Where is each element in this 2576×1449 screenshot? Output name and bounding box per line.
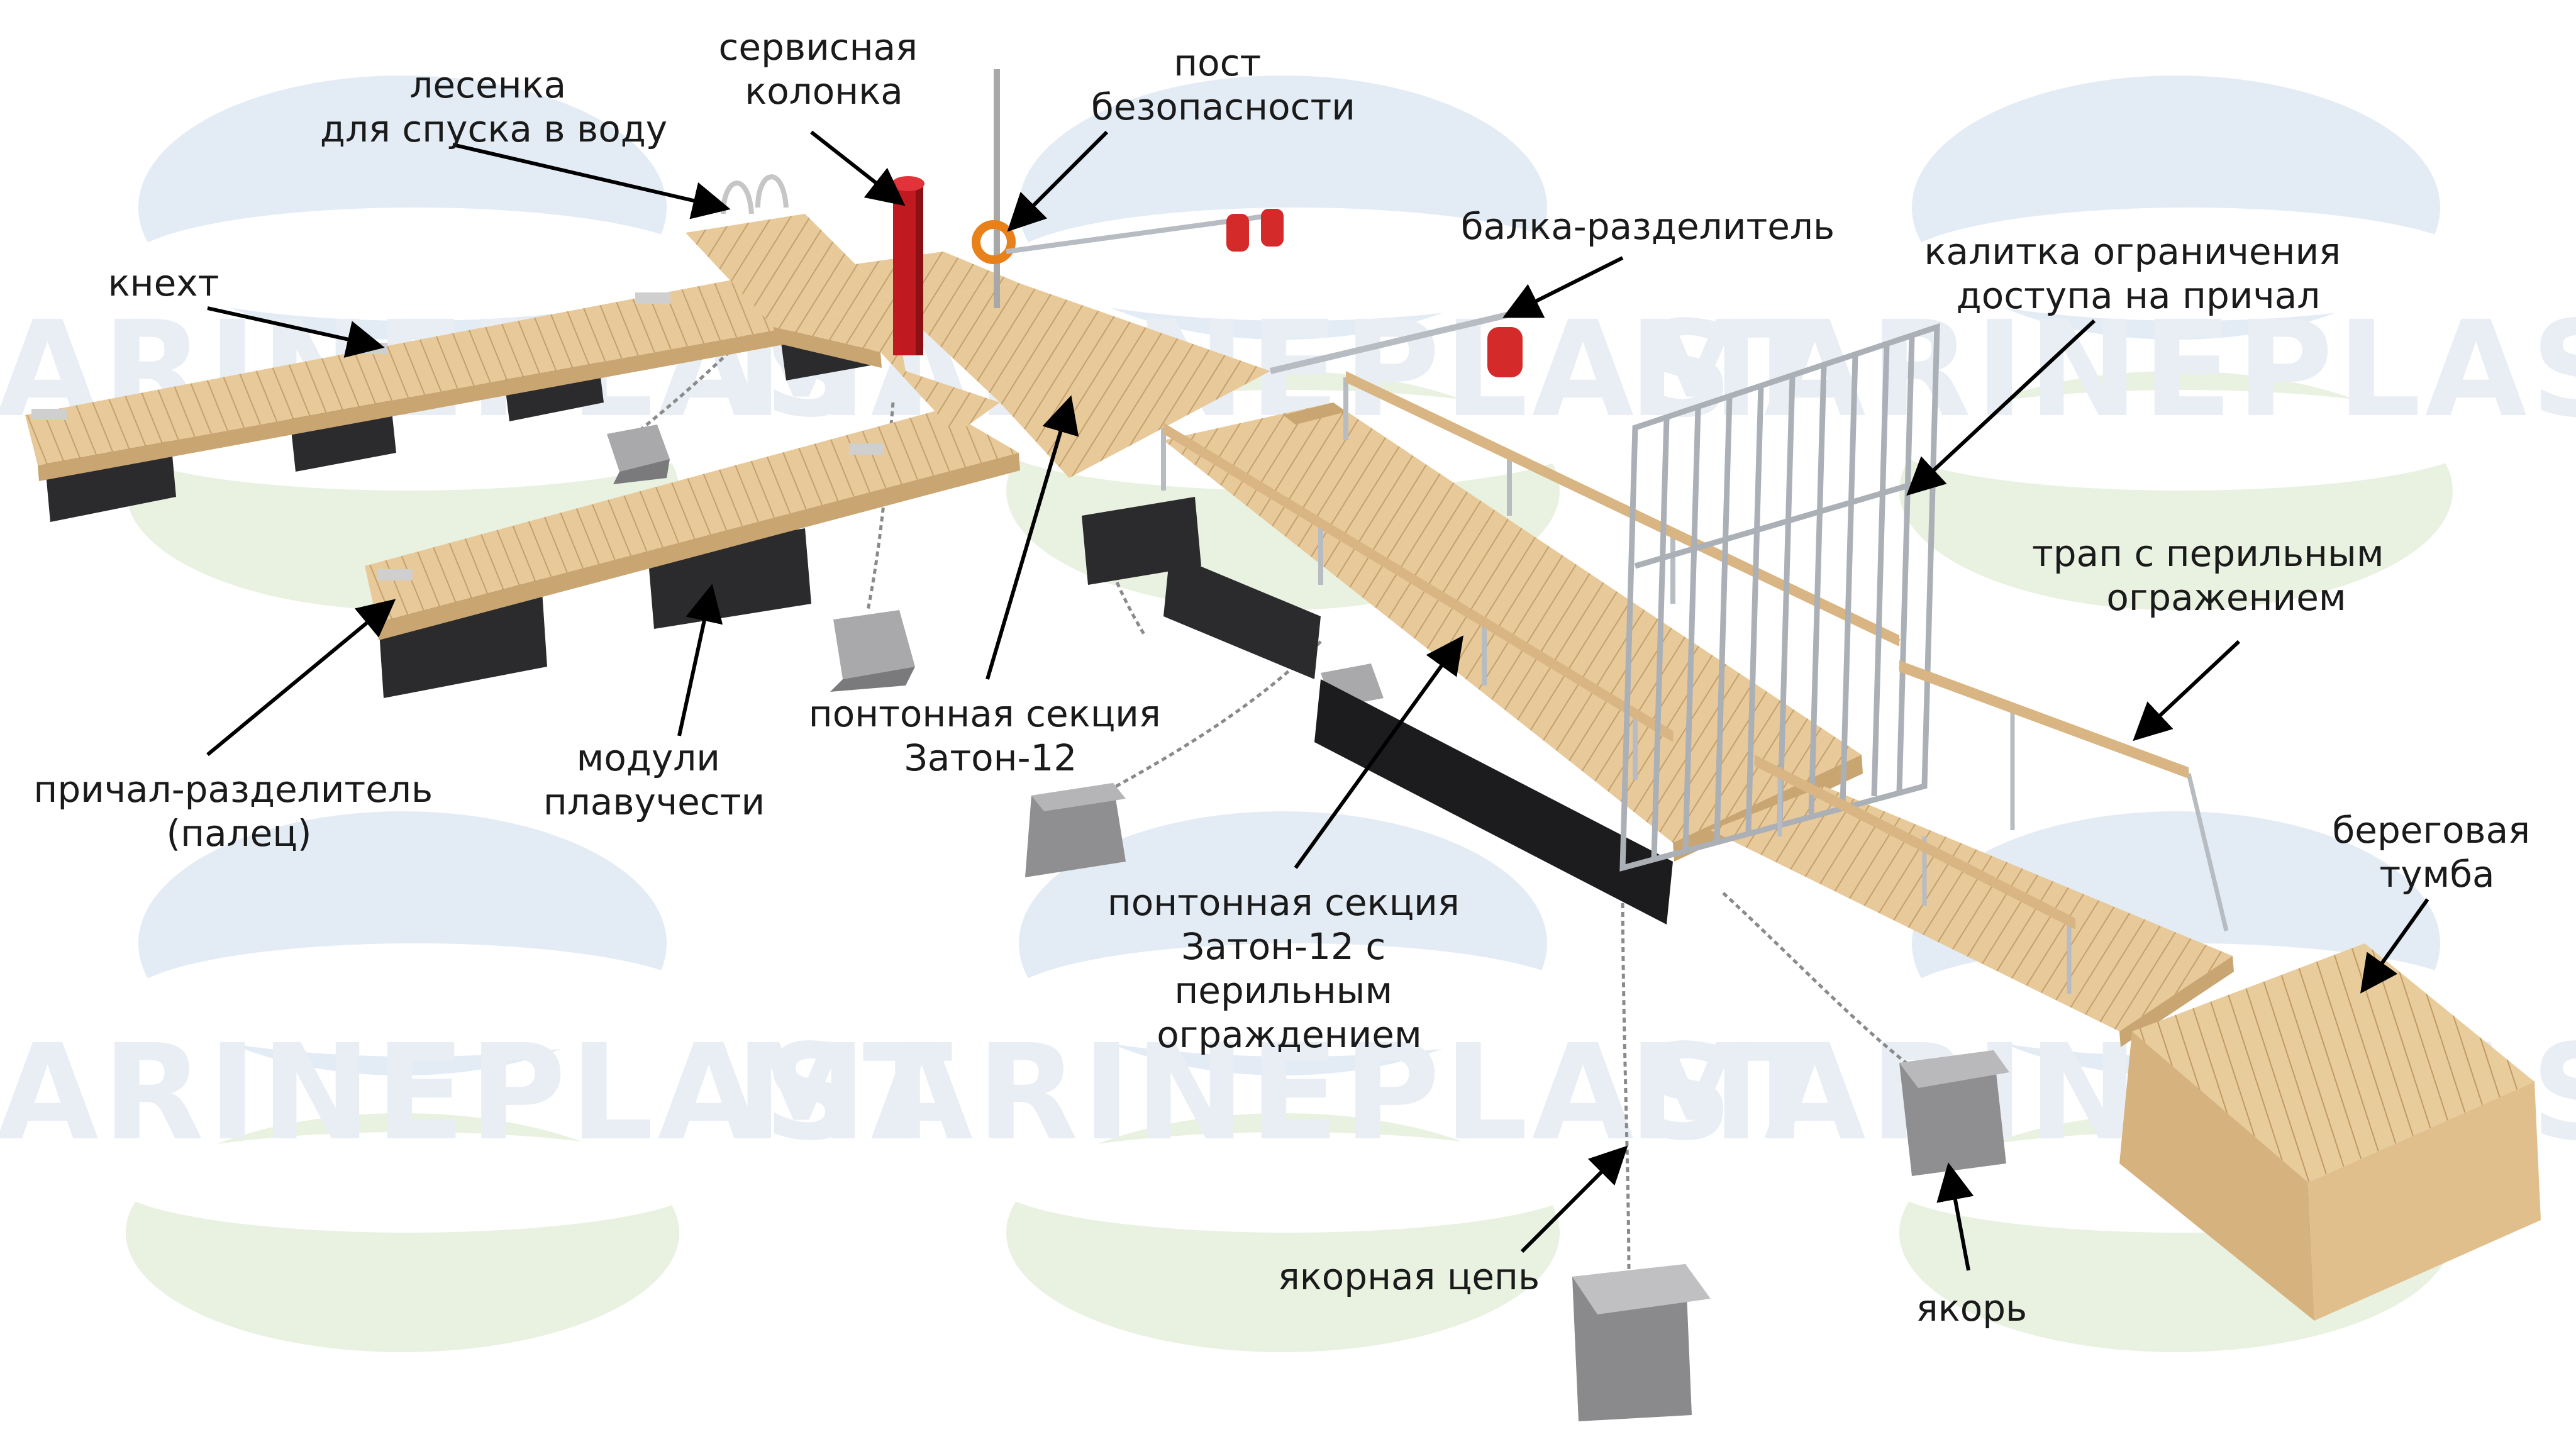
label-pontoon-railing: понтонная секция Затон-12 с перильным ог… [1108,881,1471,1056]
label-line: лесенка [409,64,566,106]
divider-beam-arrow [1502,256,1624,318]
label-line: калитка ограничения [1924,230,2341,273]
label-ladder: лесенка для спуска в воду [320,64,667,150]
label-line: тумба [2379,853,2494,896]
label-line: модули [577,736,720,779]
label-gangway: трап с перильным огражением [2032,532,2396,619]
ladder [721,174,789,214]
concrete-anchor-2 [830,610,915,692]
divider-beam [1269,311,1523,377]
callout-arrows [206,130,2429,1271]
access-gate [1619,323,1940,872]
gangway-handrail-wood [1755,660,2189,930]
label-line: Затон-12 с [1181,925,1385,968]
service-column [892,176,924,355]
label-line: для спуска в воду [320,108,667,150]
label-anchor: якорь [1916,1287,2027,1330]
label-line: балка-разделитель [1461,205,1835,248]
label-gate: калитка ограничения доступа на причал [1924,230,2353,317]
safety-post-arrow [1007,130,1109,232]
watermark-text: MARINEPLAST [1628,292,2576,447]
label-line: (палец) [167,812,312,855]
label-line: ограждением [1157,1013,1421,1056]
service-column-arrow [810,130,906,206]
concrete-anchor-3 [1025,783,1126,877]
pontoon-arrow [985,395,1079,680]
finger-pier-upper [25,277,794,481]
label-line: перильным [1174,969,1392,1012]
concrete-anchor-1 [607,425,670,484]
dock-illustration [25,69,2541,1421]
concrete-anchor-5 [1899,1050,2009,1176]
walkway-handrail-wood [1163,371,1899,742]
pontoon-railing-arrow [1294,635,1464,869]
label-service-column: сервисная колонка [719,26,930,113]
label-line: причал-разделитель [33,768,433,811]
watermark-logo-3 [1887,75,2478,610]
finger-pier-lower [365,409,1020,640]
watermark-logo-4 [113,811,704,1352]
label-safety-post: пост безопасности [1091,42,1355,128]
shore-post-arrow [2360,898,2429,994]
shore-post-box [2119,943,2541,1321]
label-line: огражением [2106,576,2346,619]
label-line: плавучести [543,780,765,823]
label-divider-beam: балка-разделитель [1461,205,1835,248]
cleat-arrow [207,306,385,358]
floats-arrow [677,584,723,736]
gangway-arrow [2133,640,2241,741]
label-line: якорная цепь [1278,1255,1540,1298]
anchor-arrow [1936,1162,1974,1271]
label-pontoon: понтонная секция Затон-12 [809,692,1172,779]
safety-post [972,69,1284,308]
ladder-arrow [452,143,731,219]
label-floats: модули плавучести [543,736,765,823]
label-line: доступа на причал [1957,274,2321,317]
watermark-text: MARINEPLAST [735,1016,1830,1170]
watermark-text: MARINEPLAST [0,1016,957,1170]
label-line: Затон-12 [904,736,1077,779]
finger-arrow [206,599,396,757]
label-line: береговая [2333,809,2531,852]
label-line: сервисная [719,26,918,69]
callout-labels: лесенка для спуска в воду сервисная коло… [33,26,2542,1330]
label-line: трап с перильным [2032,532,2384,575]
gangway [1711,786,2234,1047]
label-anchor-chain: якорная цепь [1278,1255,1540,1298]
label-line: понтонная секция [1108,881,1460,924]
label-line: кнехт [108,262,219,304]
concrete-anchor-6 [1572,1264,1711,1421]
label-line: колонка [745,70,903,113]
label-line: якорь [1916,1287,2027,1330]
label-line: пост [1174,42,1261,84]
anchor-chain-arrow [1520,1145,1628,1253]
watermark-logo-5 [994,811,1585,1352]
label-line: безопасности [1091,86,1355,128]
label-cleat: кнехт [108,262,219,304]
label-finger: причал-разделитель (палец) [33,768,444,855]
label-line: понтонная секция [809,692,1161,735]
gate-arrow [1906,319,2096,496]
label-shore-post: береговая тумба [2333,809,2542,896]
